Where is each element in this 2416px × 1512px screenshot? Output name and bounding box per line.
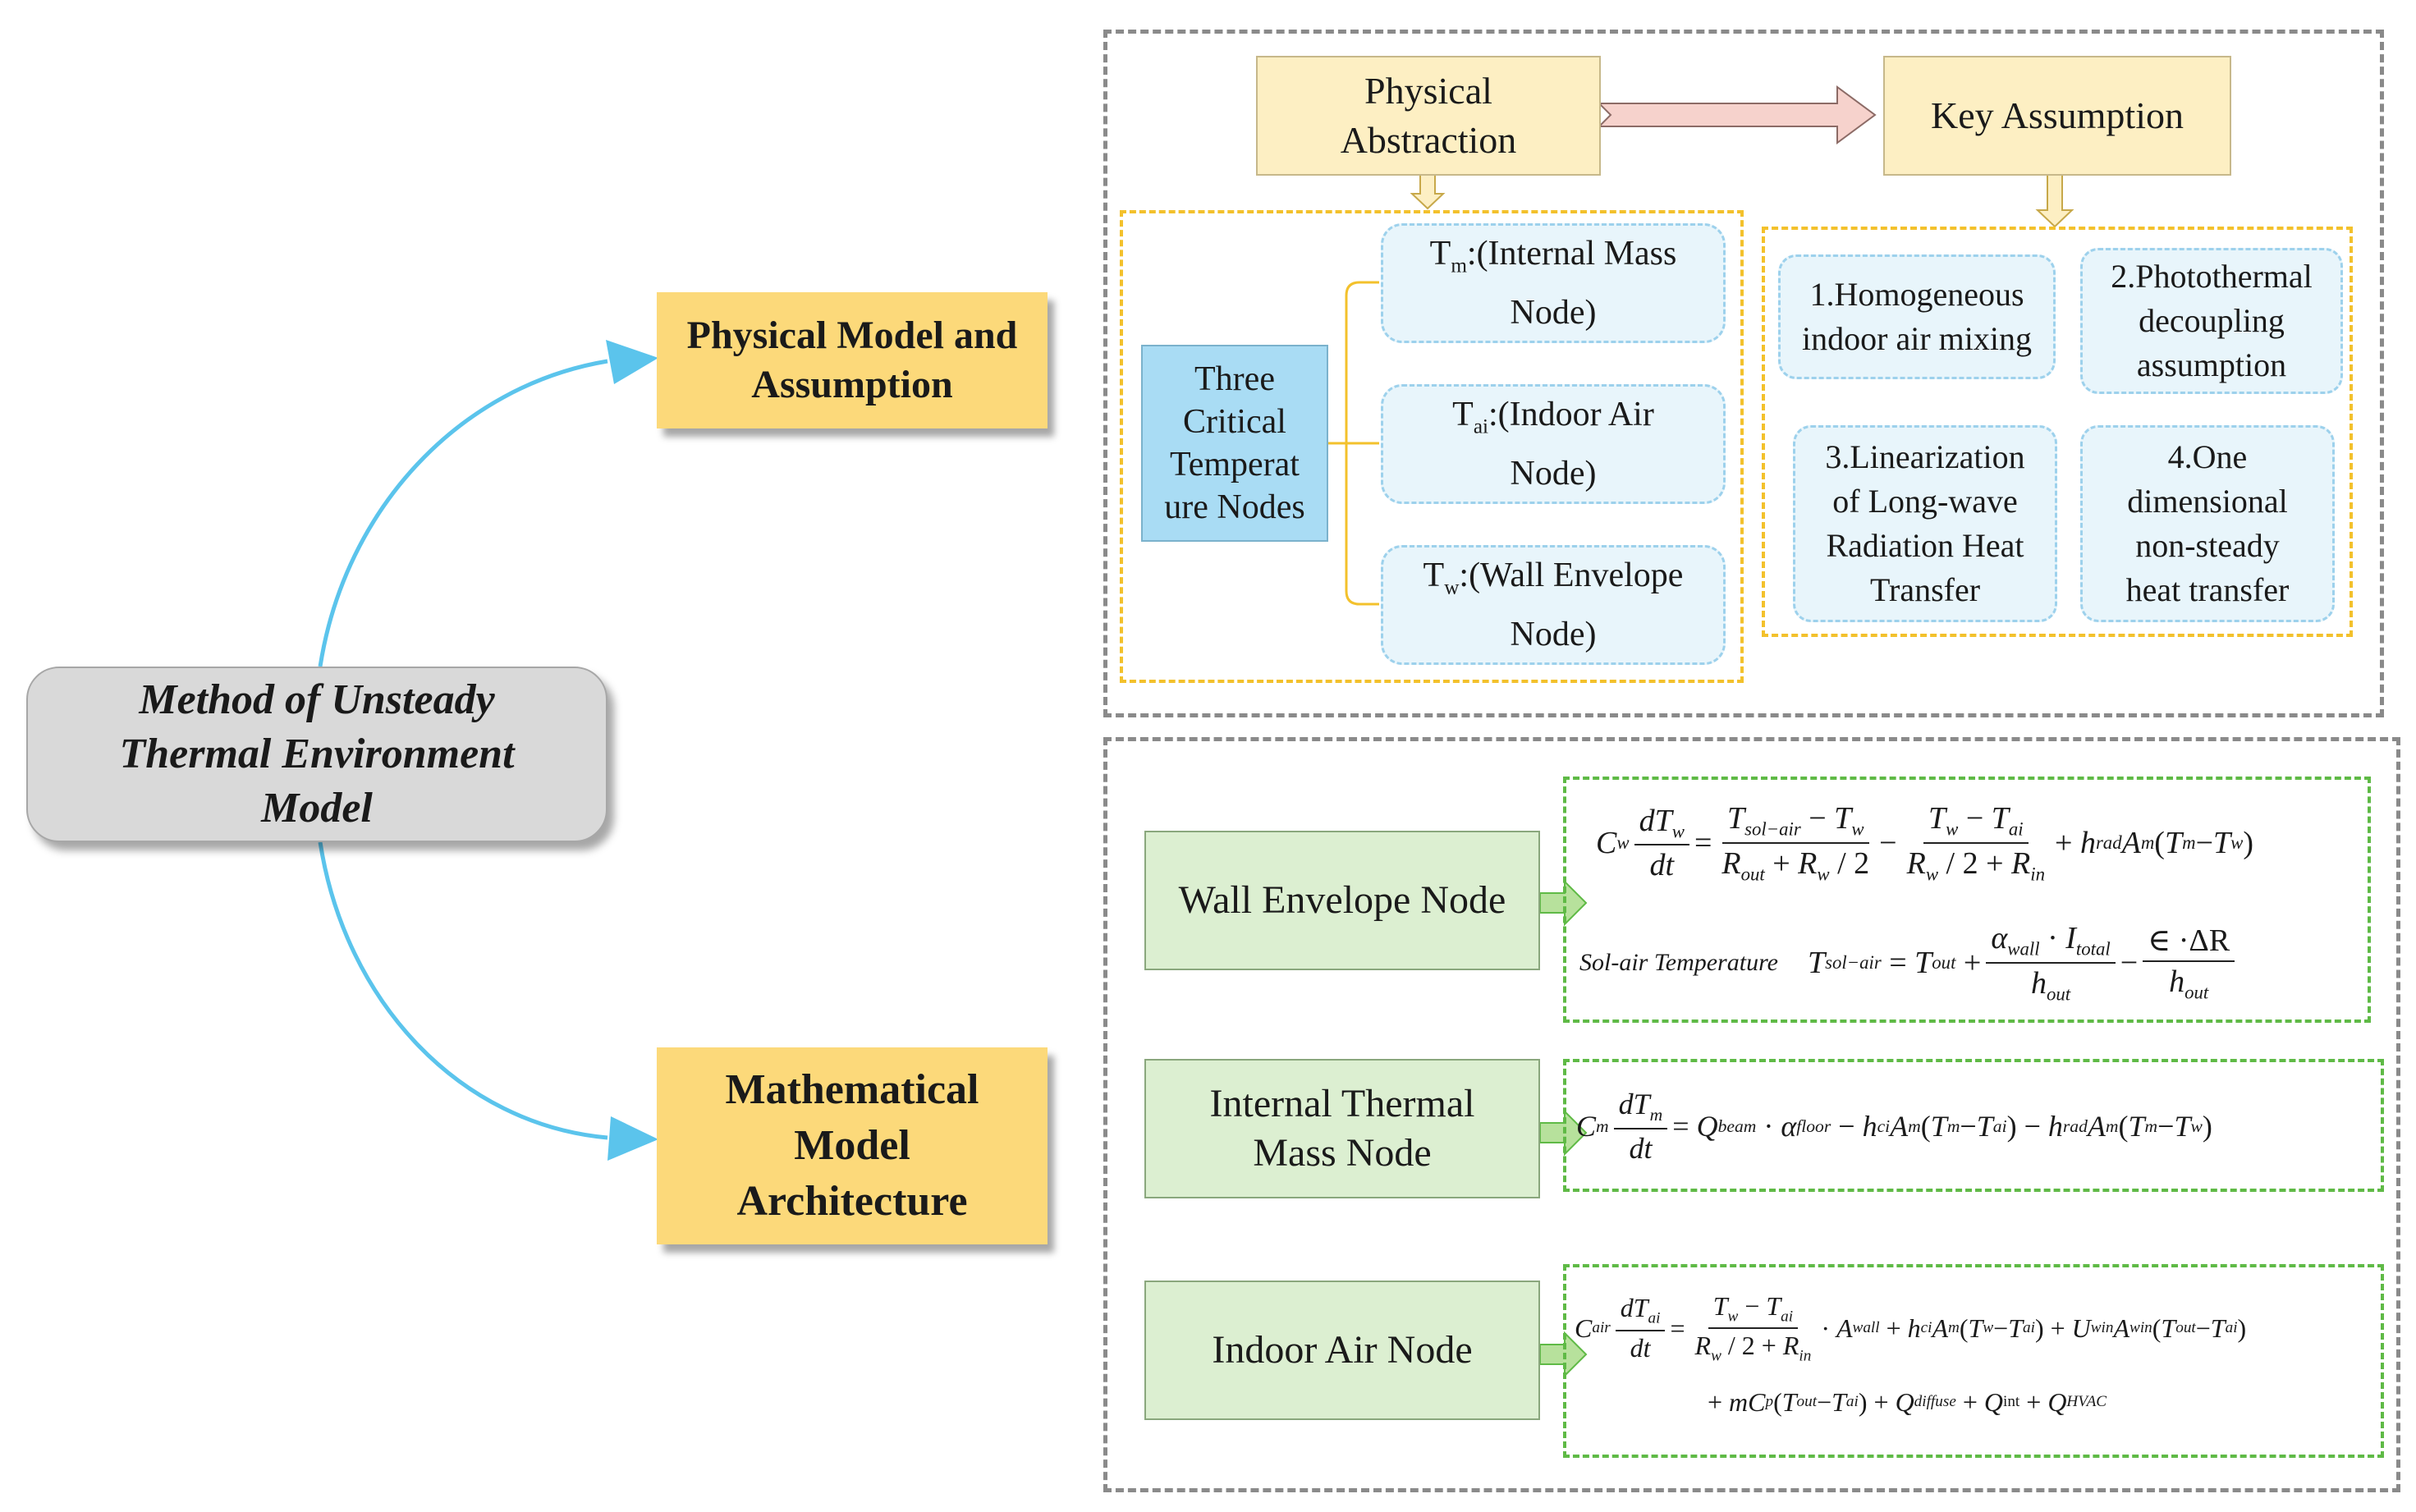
node-wall-envelope-symbol: T bbox=[1423, 557, 1445, 595]
physical-section-frame bbox=[1103, 30, 2384, 717]
node-wall-envelope-line1: Tw:(Wall Envelope bbox=[1423, 552, 1684, 611]
assumption-2-line3: assumption bbox=[2136, 346, 2287, 383]
assumption-3: 3.Linearization of Long-wave Radiation H… bbox=[1793, 425, 2057, 622]
mass-node-line1: Internal Thermal bbox=[1209, 1082, 1475, 1125]
wall-envelope-node-label: Wall Envelope Node bbox=[1178, 878, 1506, 922]
critical-line3: Temperat bbox=[1170, 446, 1300, 483]
assumption-2: 2.Photothermal decoupling assumption bbox=[2080, 248, 2343, 394]
connector-arrowhead-math bbox=[607, 1116, 658, 1161]
air-equation-box bbox=[1563, 1264, 2384, 1458]
branch-physical-line2: Assumption bbox=[751, 363, 953, 406]
assumption-4-line2: dimensional bbox=[2127, 483, 2288, 520]
mass-node-line2: Mass Node bbox=[1253, 1131, 1432, 1175]
critical-line1: Three bbox=[1194, 360, 1275, 398]
connector-to-math bbox=[318, 841, 608, 1140]
abstraction-down-arrow bbox=[1410, 173, 1446, 210]
root-line2: Thermal Environment bbox=[119, 731, 515, 777]
branch-mathematical-model: Mathematical Model Architecture bbox=[657, 1047, 1048, 1244]
branch-math-line3: Architecture bbox=[736, 1178, 968, 1225]
assumption-1: 1.Homogeneous indoor air mixing bbox=[1778, 254, 2056, 379]
node-indoor-air-text1: :(Indoor Air bbox=[1488, 396, 1654, 434]
branch-math-line1: Mathematical bbox=[725, 1066, 979, 1113]
node-indoor-air: Tai:(Indoor Air Node) bbox=[1381, 384, 1726, 504]
branch-physical-line1: Physical Model and bbox=[686, 314, 1018, 357]
internal-mass-node-box: Internal Thermal Mass Node bbox=[1144, 1059, 1540, 1198]
assumption-4-line3: non-steady bbox=[2135, 527, 2280, 564]
assumption-2-line2: decoupling bbox=[2139, 302, 2285, 339]
node-wall-envelope-sub: w bbox=[1444, 576, 1460, 599]
node-wall-envelope: Tw:(Wall Envelope Node) bbox=[1381, 545, 1726, 665]
connector-to-physical bbox=[318, 359, 608, 667]
assumption-3-line3: Radiation Heat bbox=[1826, 527, 2024, 564]
math-section-frame bbox=[1103, 737, 2400, 1492]
critical-line4: ure Nodes bbox=[1164, 488, 1305, 526]
assumption-down-arrow bbox=[2035, 173, 2074, 228]
node-bracket bbox=[1327, 281, 1379, 606]
node-internal-mass-line1: Tm:(Internal Mass bbox=[1430, 231, 1677, 289]
assumption-2-line1: 2.Photothermal bbox=[2111, 258, 2313, 295]
assumption-1-line2: indoor air mixing bbox=[1802, 320, 2032, 357]
node-internal-mass-sub: m bbox=[1451, 254, 1467, 277]
node-indoor-air-line2: Node) bbox=[1510, 454, 1597, 493]
root-line1: Method of Unsteady bbox=[139, 676, 495, 723]
node-internal-mass-symbol: T bbox=[1429, 235, 1451, 273]
wall-envelope-node-box: Wall Envelope Node bbox=[1144, 831, 1540, 970]
assumption-1-line1: 1.Homogeneous bbox=[1809, 276, 2024, 313]
assumption-4: 4.One dimensional non-steady heat transf… bbox=[2080, 425, 2335, 622]
critical-nodes-box: Three Critical Temperat ure Nodes bbox=[1141, 345, 1328, 542]
node-indoor-air-symbol: T bbox=[1452, 396, 1474, 434]
indoor-air-node-box: Indoor Air Node bbox=[1144, 1281, 1540, 1420]
branch-math-line2: Model bbox=[794, 1122, 910, 1169]
key-assumption-box: Key Assumption bbox=[1883, 56, 2231, 176]
node-wall-envelope-line2: Node) bbox=[1510, 615, 1597, 653]
assumption-3-line1: 3.Linearization bbox=[1825, 438, 2025, 475]
assumption-3-line2: of Long-wave bbox=[1832, 483, 2018, 520]
assumption-3-line4: Transfer bbox=[1869, 571, 1981, 608]
physical-abstraction-box: Physical Abstraction bbox=[1256, 56, 1601, 176]
node-wall-envelope-text1: :(Wall Envelope bbox=[1459, 557, 1684, 595]
assumption-4-line4: heat transfer bbox=[2125, 571, 2290, 608]
node-internal-mass: Tm:(Internal Mass Node) bbox=[1381, 223, 1726, 343]
temperature-nodes-group bbox=[1120, 210, 1744, 683]
critical-line2: Critical bbox=[1183, 403, 1286, 441]
node-indoor-air-line1: Tai:(Indoor Air bbox=[1452, 392, 1654, 450]
abstraction-line2: Abstraction bbox=[1340, 119, 1517, 161]
node-indoor-air-sub: ai bbox=[1473, 415, 1489, 438]
wall-equation-box bbox=[1563, 777, 2371, 1023]
connector-arrowhead-physical bbox=[606, 340, 658, 384]
mass-equation-box bbox=[1563, 1059, 2384, 1192]
abstraction-to-assumption-arrow bbox=[1597, 85, 1877, 144]
branch-physical-model: Physical Model and Assumption bbox=[657, 292, 1048, 428]
abstraction-line1: Physical bbox=[1364, 70, 1492, 112]
node-internal-mass-text1: :(Internal Mass bbox=[1466, 235, 1677, 273]
sol-air-label: Sol-air Temperature bbox=[1579, 949, 1778, 976]
root-node: Method of Unsteady Thermal Environment M… bbox=[26, 667, 607, 842]
node-internal-mass-line2: Node) bbox=[1510, 293, 1597, 332]
assumptions-group bbox=[1762, 227, 2353, 637]
root-line3: Model bbox=[261, 785, 373, 832]
key-assumption-label: Key Assumption bbox=[1931, 94, 2184, 136]
assumption-4-line1: 4.One bbox=[2167, 438, 2248, 475]
indoor-air-node-label: Indoor Air Node bbox=[1212, 1328, 1473, 1372]
